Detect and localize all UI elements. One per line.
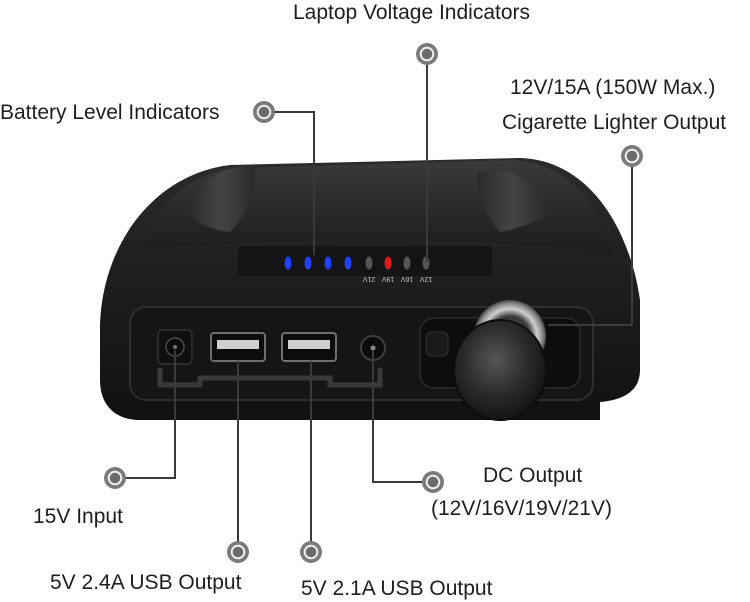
line-cig-output xyxy=(548,166,633,326)
line-dc-output xyxy=(372,351,433,483)
label-input-15v: 15V Input xyxy=(33,505,123,528)
label-laptop-voltage: Laptop Voltage Indicators xyxy=(293,1,531,24)
callout-marker-dc-output xyxy=(422,471,444,493)
battery-led-1 xyxy=(284,256,292,270)
battery-led-3 xyxy=(324,256,332,270)
cap-hinge xyxy=(425,331,449,357)
voltage-label-12v: 12V xyxy=(419,275,432,282)
left-grip xyxy=(188,165,256,232)
right-grip xyxy=(477,170,548,232)
usb-port-21a-tongue xyxy=(288,340,330,349)
cable-strap xyxy=(157,367,383,388)
callout-marker-input-15v xyxy=(104,467,126,489)
line-battery-level xyxy=(274,111,315,255)
label-dc-voltages: (12V/16V/19V/21V) xyxy=(431,497,612,520)
voltage-label-16v: 16V xyxy=(400,275,413,282)
voltage-label-19v: 19V xyxy=(381,275,394,282)
battery-led-2 xyxy=(304,256,312,270)
label-dc-output: DC Output xyxy=(483,464,583,487)
voltage-led-16v xyxy=(403,256,411,270)
input-15v-port-pin xyxy=(173,345,177,349)
callout-marker-cig-output xyxy=(621,145,643,167)
line-input-15v xyxy=(126,350,176,479)
callout-marker-usb-21a xyxy=(300,541,322,563)
label-cig-output: Cigarette Lighter Output xyxy=(502,111,727,134)
dc-output-port-pin xyxy=(370,345,376,351)
voltage-led-19v xyxy=(384,256,392,270)
label-usb-21a: 5V 2.1A USB Output xyxy=(301,577,493,600)
callout-marker-laptop-voltage xyxy=(416,43,438,65)
voltage-led-21v xyxy=(365,256,373,270)
callout-lines xyxy=(126,64,633,542)
indicator-panel xyxy=(238,246,492,276)
battery-level-leds xyxy=(284,256,352,270)
label-battery-level: Battery Level Indicators xyxy=(0,101,220,124)
label-usb-24a: 5V 2.4A USB Output xyxy=(50,571,242,594)
ports xyxy=(157,300,581,421)
cig-socket-cap xyxy=(453,319,547,421)
usb-port-24a-tongue xyxy=(217,340,259,349)
battery-led-4 xyxy=(344,256,352,270)
voltage-label-21v: 21V xyxy=(362,275,375,282)
callout-marker-usb-24a xyxy=(227,541,249,563)
callout-marker-battery-level xyxy=(253,101,275,123)
label-cig-spec: 12V/15A (150W Max.) xyxy=(510,76,716,99)
